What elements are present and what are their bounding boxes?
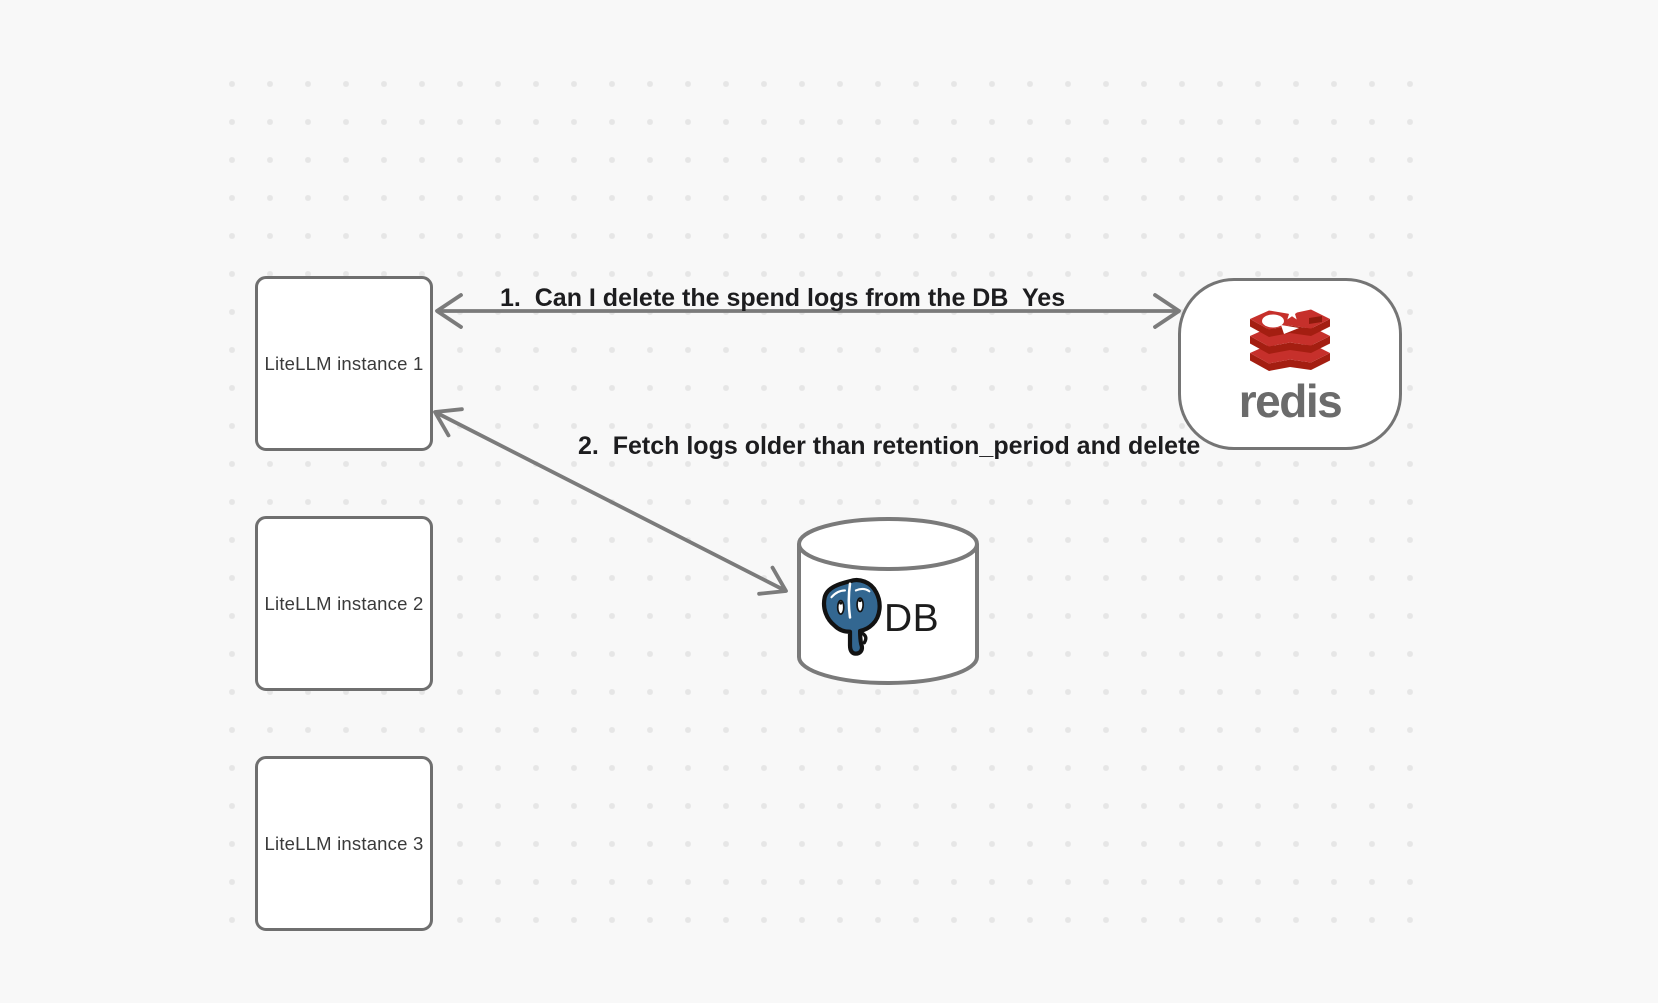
node-redis: redis bbox=[1178, 278, 1402, 450]
redis-wordmark: redis bbox=[1238, 374, 1343, 427]
postgresql-elephant-icon bbox=[821, 577, 882, 656]
litellm-instance-3-label: LiteLLM instance 3 bbox=[264, 832, 424, 854]
litellm-instance-1-label: LiteLLM instance 1 bbox=[264, 352, 424, 374]
node-litellm-instance-1: LiteLLM instance 1 bbox=[255, 276, 433, 451]
node-litellm-instance-3: LiteLLM instance 3 bbox=[255, 756, 433, 931]
edge-2-label: 2. Fetch logs older than retention_perio… bbox=[578, 432, 1201, 460]
db-label: DB bbox=[884, 597, 940, 640]
edge-2-arrow bbox=[433, 407, 788, 596]
node-db-cylinder bbox=[797, 517, 979, 685]
litellm-instance-2-label: LiteLLM instance 2 bbox=[264, 592, 424, 614]
edge-1-arrow bbox=[435, 293, 1181, 329]
node-litellm-instance-2: LiteLLM instance 2 bbox=[255, 516, 433, 691]
redis-stack-icon bbox=[1250, 304, 1330, 371]
edge-1-label: 1. Can I delete the spend logs from the … bbox=[500, 284, 1009, 312]
edge-1-response-label: Yes bbox=[1022, 284, 1066, 312]
